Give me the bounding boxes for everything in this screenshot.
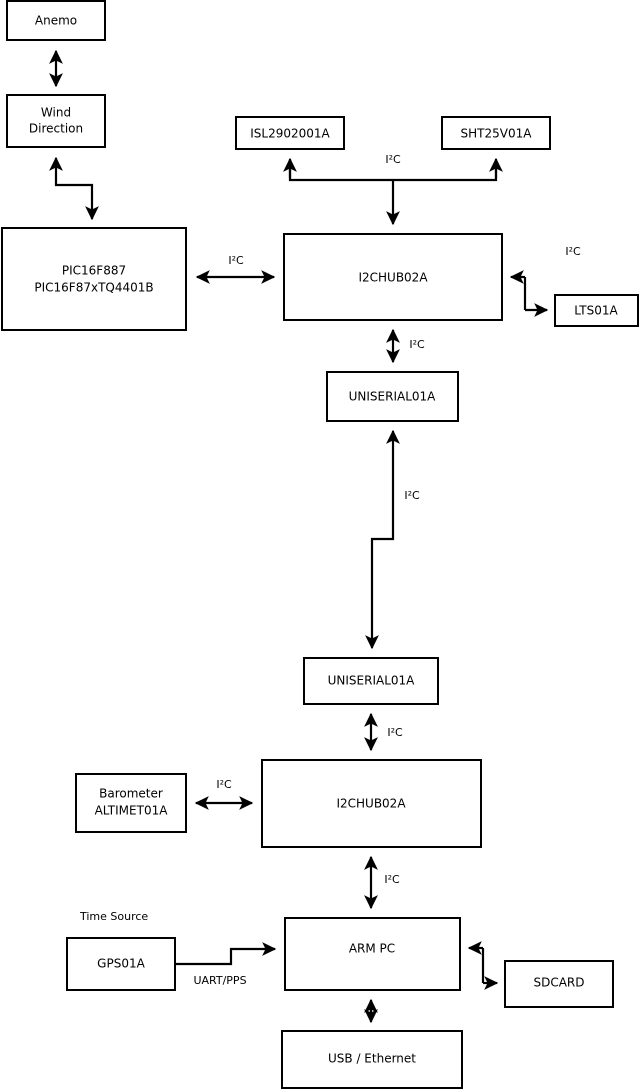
- node-isl2902001a-label: ISL2902001A: [250, 127, 330, 141]
- node-wind-direction-label-line1: Wind: [41, 106, 71, 120]
- node-gps01a[interactable]: GPS01A: [66, 937, 176, 991]
- edge-label-pic-hub: I²C: [228, 254, 244, 267]
- connector-uniserial-link: [365, 429, 400, 650]
- node-i2chub02a-top-label: I2CHUB02A: [358, 271, 428, 285]
- node-barometer-label-line1: Barometer: [99, 787, 163, 801]
- node-usb-ethernet-label: USB / Ethernet: [328, 1052, 416, 1066]
- connector-layer: [49, 49, 549, 1024]
- edge-label-uniserial-link: I²C: [404, 489, 420, 502]
- node-anemo-label: Anemo: [35, 14, 77, 28]
- node-lts01a[interactable]: LTS01A: [554, 294, 639, 327]
- node-i2chub02a-bottom-label: I2CHUB02A: [336, 797, 406, 811]
- connector-hub-isl: [288, 160, 393, 182]
- node-anemo[interactable]: Anemo: [6, 0, 106, 41]
- node-sdcard-label: SDCARD: [533, 976, 584, 990]
- node-uniserial01a-lower-label: UNISERIAL01A: [328, 674, 416, 688]
- node-barometer-label-line2: ALTIMET01A: [95, 804, 169, 818]
- node-usb-ethernet[interactable]: USB / Ethernet: [281, 1030, 463, 1089]
- node-barometer[interactable]: Barometer ALTIMET01A: [75, 773, 187, 833]
- node-uniserial01a-upper-label: UNISERIAL01A: [349, 390, 437, 404]
- time-source-label: Time Source: [79, 910, 148, 923]
- node-sht25v01a-label: SHT25V01A: [461, 127, 533, 141]
- edge-label-baro-hubbot: I²C: [216, 778, 232, 791]
- connector-wind-pic: [49, 156, 99, 221]
- node-uniserial01a-lower[interactable]: UNISERIAL01A: [303, 657, 439, 705]
- node-arm-pc[interactable]: ARM PC: [284, 917, 461, 991]
- node-uniserial01a-upper[interactable]: UNISERIAL01A: [326, 371, 459, 422]
- connector-hub-sht: [393, 160, 498, 182]
- node-pic[interactable]: PIC16F887 PIC16F87xTQ4401B: [1, 227, 187, 331]
- node-wind-direction-label-line2: Direction: [29, 122, 83, 136]
- node-sdcard[interactable]: SDCARD: [504, 960, 614, 1008]
- edge-label-hub-sensors: I²C: [385, 153, 401, 166]
- node-lts01a-label: LTS01A: [574, 304, 618, 318]
- edge-label-gps-armpc: UART/PPS: [193, 974, 246, 987]
- node-pic-label-line1: PIC16F887: [62, 264, 126, 278]
- node-i2chub02a-top[interactable]: I2CHUB02A: [283, 233, 503, 321]
- node-sht25v01a[interactable]: SHT25V01A: [441, 116, 551, 150]
- node-pic-label-line2: PIC16F87xTQ4401B: [34, 281, 153, 295]
- node-gps01a-label: GPS01A: [97, 957, 145, 971]
- edge-label-uniserial-hubbot: I²C: [387, 726, 403, 739]
- node-wind-direction[interactable]: Wind Direction: [6, 94, 106, 148]
- node-i2chub02a-bottom[interactable]: I2CHUB02A: [261, 759, 482, 848]
- connector-gps-armpc: [175, 942, 277, 966]
- edge-label-hub-uniserial: I²C: [409, 338, 425, 351]
- edge-label-hubbot-armpc: I²C: [384, 873, 400, 886]
- node-isl2902001a[interactable]: ISL2902001A: [235, 116, 345, 150]
- edge-label-layer: I²C I²C I²C I²C I²C I²C I²C I²C UART/PPS: [193, 153, 581, 987]
- node-arm-pc-label: ARM PC: [349, 942, 395, 956]
- free-label-layer: Time Source: [79, 910, 148, 923]
- edge-label-hub-lts: I²C: [565, 245, 581, 258]
